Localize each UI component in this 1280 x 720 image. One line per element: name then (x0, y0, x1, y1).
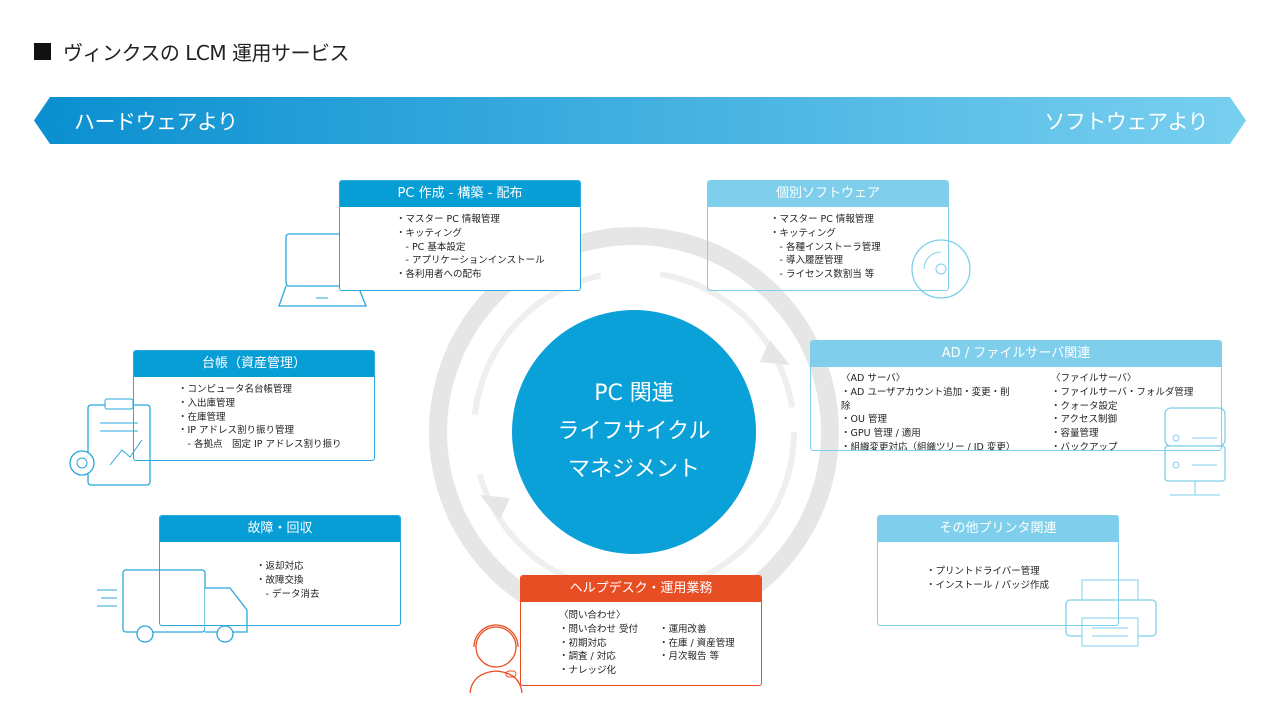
server-icon (1164, 407, 1226, 496)
square-bullet-icon (34, 43, 51, 60)
list-item: ・問い合わせ 受付 (559, 623, 639, 635)
box-title: 故障・回収 (160, 516, 400, 542)
list-item: ・在庫 / 資産管理 (659, 637, 735, 649)
list-item: ・在庫管理 (178, 411, 226, 423)
list-item: - ライセンス数割当 等 (770, 269, 875, 281)
box-ledger: 台帳（資産管理） ・コンピュータ名台帳管理・入出庫管理・在庫管理・IP アドレス… (133, 350, 375, 461)
printer-icon (1065, 579, 1157, 647)
box-title: AD / ファイルサーバ関連 (811, 341, 1221, 367)
list-item: ・インストール / パッジ作成 (926, 579, 1050, 591)
list-item: - PC 基本設定 (396, 241, 466, 253)
list-item: 〈問い合わせ〉 (559, 610, 626, 621)
list-item: ・OU 管理 (841, 414, 887, 426)
list-item: 〈AD サーバ〉 (841, 373, 906, 384)
list-item: ・キッティング (770, 227, 836, 239)
list-item: ・AD ユーザアカウント追加・変更・削除 (841, 386, 1010, 412)
list-item: ・初期対応 (559, 637, 607, 649)
list-item: ・ナレッジ化 (559, 665, 617, 677)
list-item: ・IP アドレス割り振り管理 (178, 425, 295, 437)
list-item: ・キッティング (396, 227, 462, 239)
box-ad-fileserver: AD / ファイルサーバ関連 〈AD サーバ〉・AD ユーザアカウント追加・変更… (810, 340, 1222, 451)
list-item: - 導入履歴管理 (770, 255, 843, 267)
list-item: ・容量管理 (1051, 428, 1099, 440)
list-item: - 各種インストーラ管理 (770, 241, 881, 253)
box-title: その他プリンタ関連 (878, 516, 1118, 542)
list-item: ・返却対応 (256, 561, 304, 572)
box-repair-collection: 故障・回収 ・返却対応・故障交換 - データ消去 (159, 515, 401, 626)
center-line: ライフサイクル (557, 419, 711, 444)
list-item: ・アクセス制御 (1051, 414, 1118, 426)
disc-icon (911, 239, 971, 299)
direction-banner: ハードウェアより ソフトウェアより (34, 97, 1246, 144)
list-item: ・ファイルサーバ・フォルダ管理 (1051, 386, 1194, 398)
list-item: ・プリントドライバー管理 (926, 566, 1040, 577)
list-item: ・故障交換 (256, 574, 304, 586)
page-title: ヴィンクスの LCM 運用サービス (34, 37, 349, 66)
title-text: ヴィンクスの LCM 運用サービス (63, 41, 349, 65)
cycle-arrow-icon (480, 495, 510, 520)
list-item: ・月次報告 等 (659, 651, 720, 663)
list-item: ・クォータ設定 (1051, 400, 1118, 412)
list-item: ・組織変更対応（組織ツリー / ID 変更） (841, 441, 1016, 451)
box-individual-software: 個別ソフトウェア ・マスター PC 情報管理・キッティング - 各種インストーラ… (707, 180, 949, 291)
list-item: ・バックアップ (1051, 441, 1118, 451)
box-pc-build: PC 作成 - 構築 - 配布 ・マスター PC 情報管理・キッティング - P… (339, 180, 581, 291)
list-item: - アプリケーションインストール (396, 255, 545, 267)
banner-left-label: ハードウェアより (74, 110, 238, 134)
list-item: - 各拠点 固定 IP アドレス割り振り (178, 439, 342, 451)
box-title: 台帳（資産管理） (134, 351, 374, 377)
arrow-banner-shape (34, 97, 1246, 144)
list-item: ・調査 / 対応 (559, 651, 616, 663)
center-circle: PC 関連 ライフサイクル マネジメント (512, 310, 756, 554)
box-printer: その他プリンタ関連 ・プリントドライバー管理・インストール / パッジ作成 (877, 515, 1119, 626)
box-helpdesk: ヘルプデスク・運用業務 〈問い合わせ〉・問い合わせ 受付・初期対応・調査 / 対… (520, 575, 762, 686)
cycle-arrow-icon (760, 340, 790, 365)
center-line: PC 関連 (594, 381, 674, 406)
headset-operator-icon (469, 624, 523, 694)
list-item: ・マスター PC 情報管理 (396, 214, 500, 225)
list-item: - データ消去 (256, 588, 320, 600)
center-line: マネジメント (567, 457, 700, 482)
list-item: ・入出庫管理 (178, 397, 236, 409)
list-item: ・コンピュータ名台帳管理 (178, 384, 293, 395)
truck-icon (97, 569, 248, 643)
list-item: ・マスター PC 情報管理 (770, 214, 874, 225)
clipboard-chart-icon (69, 398, 151, 486)
box-title: ヘルプデスク・運用業務 (521, 576, 761, 602)
list-item: 〈ファイルサーバ〉 (1051, 373, 1137, 384)
list-item: ・GPU 管理 / 適用 (841, 428, 921, 440)
list-item: ・各利用者への配布 (396, 269, 482, 281)
box-title: 個別ソフトウェア (708, 181, 948, 207)
banner-right-label: ソフトウェアより (1044, 110, 1208, 134)
box-title: PC 作成 - 構築 - 配布 (340, 181, 580, 207)
list-item: ・運用改善 (659, 623, 707, 635)
